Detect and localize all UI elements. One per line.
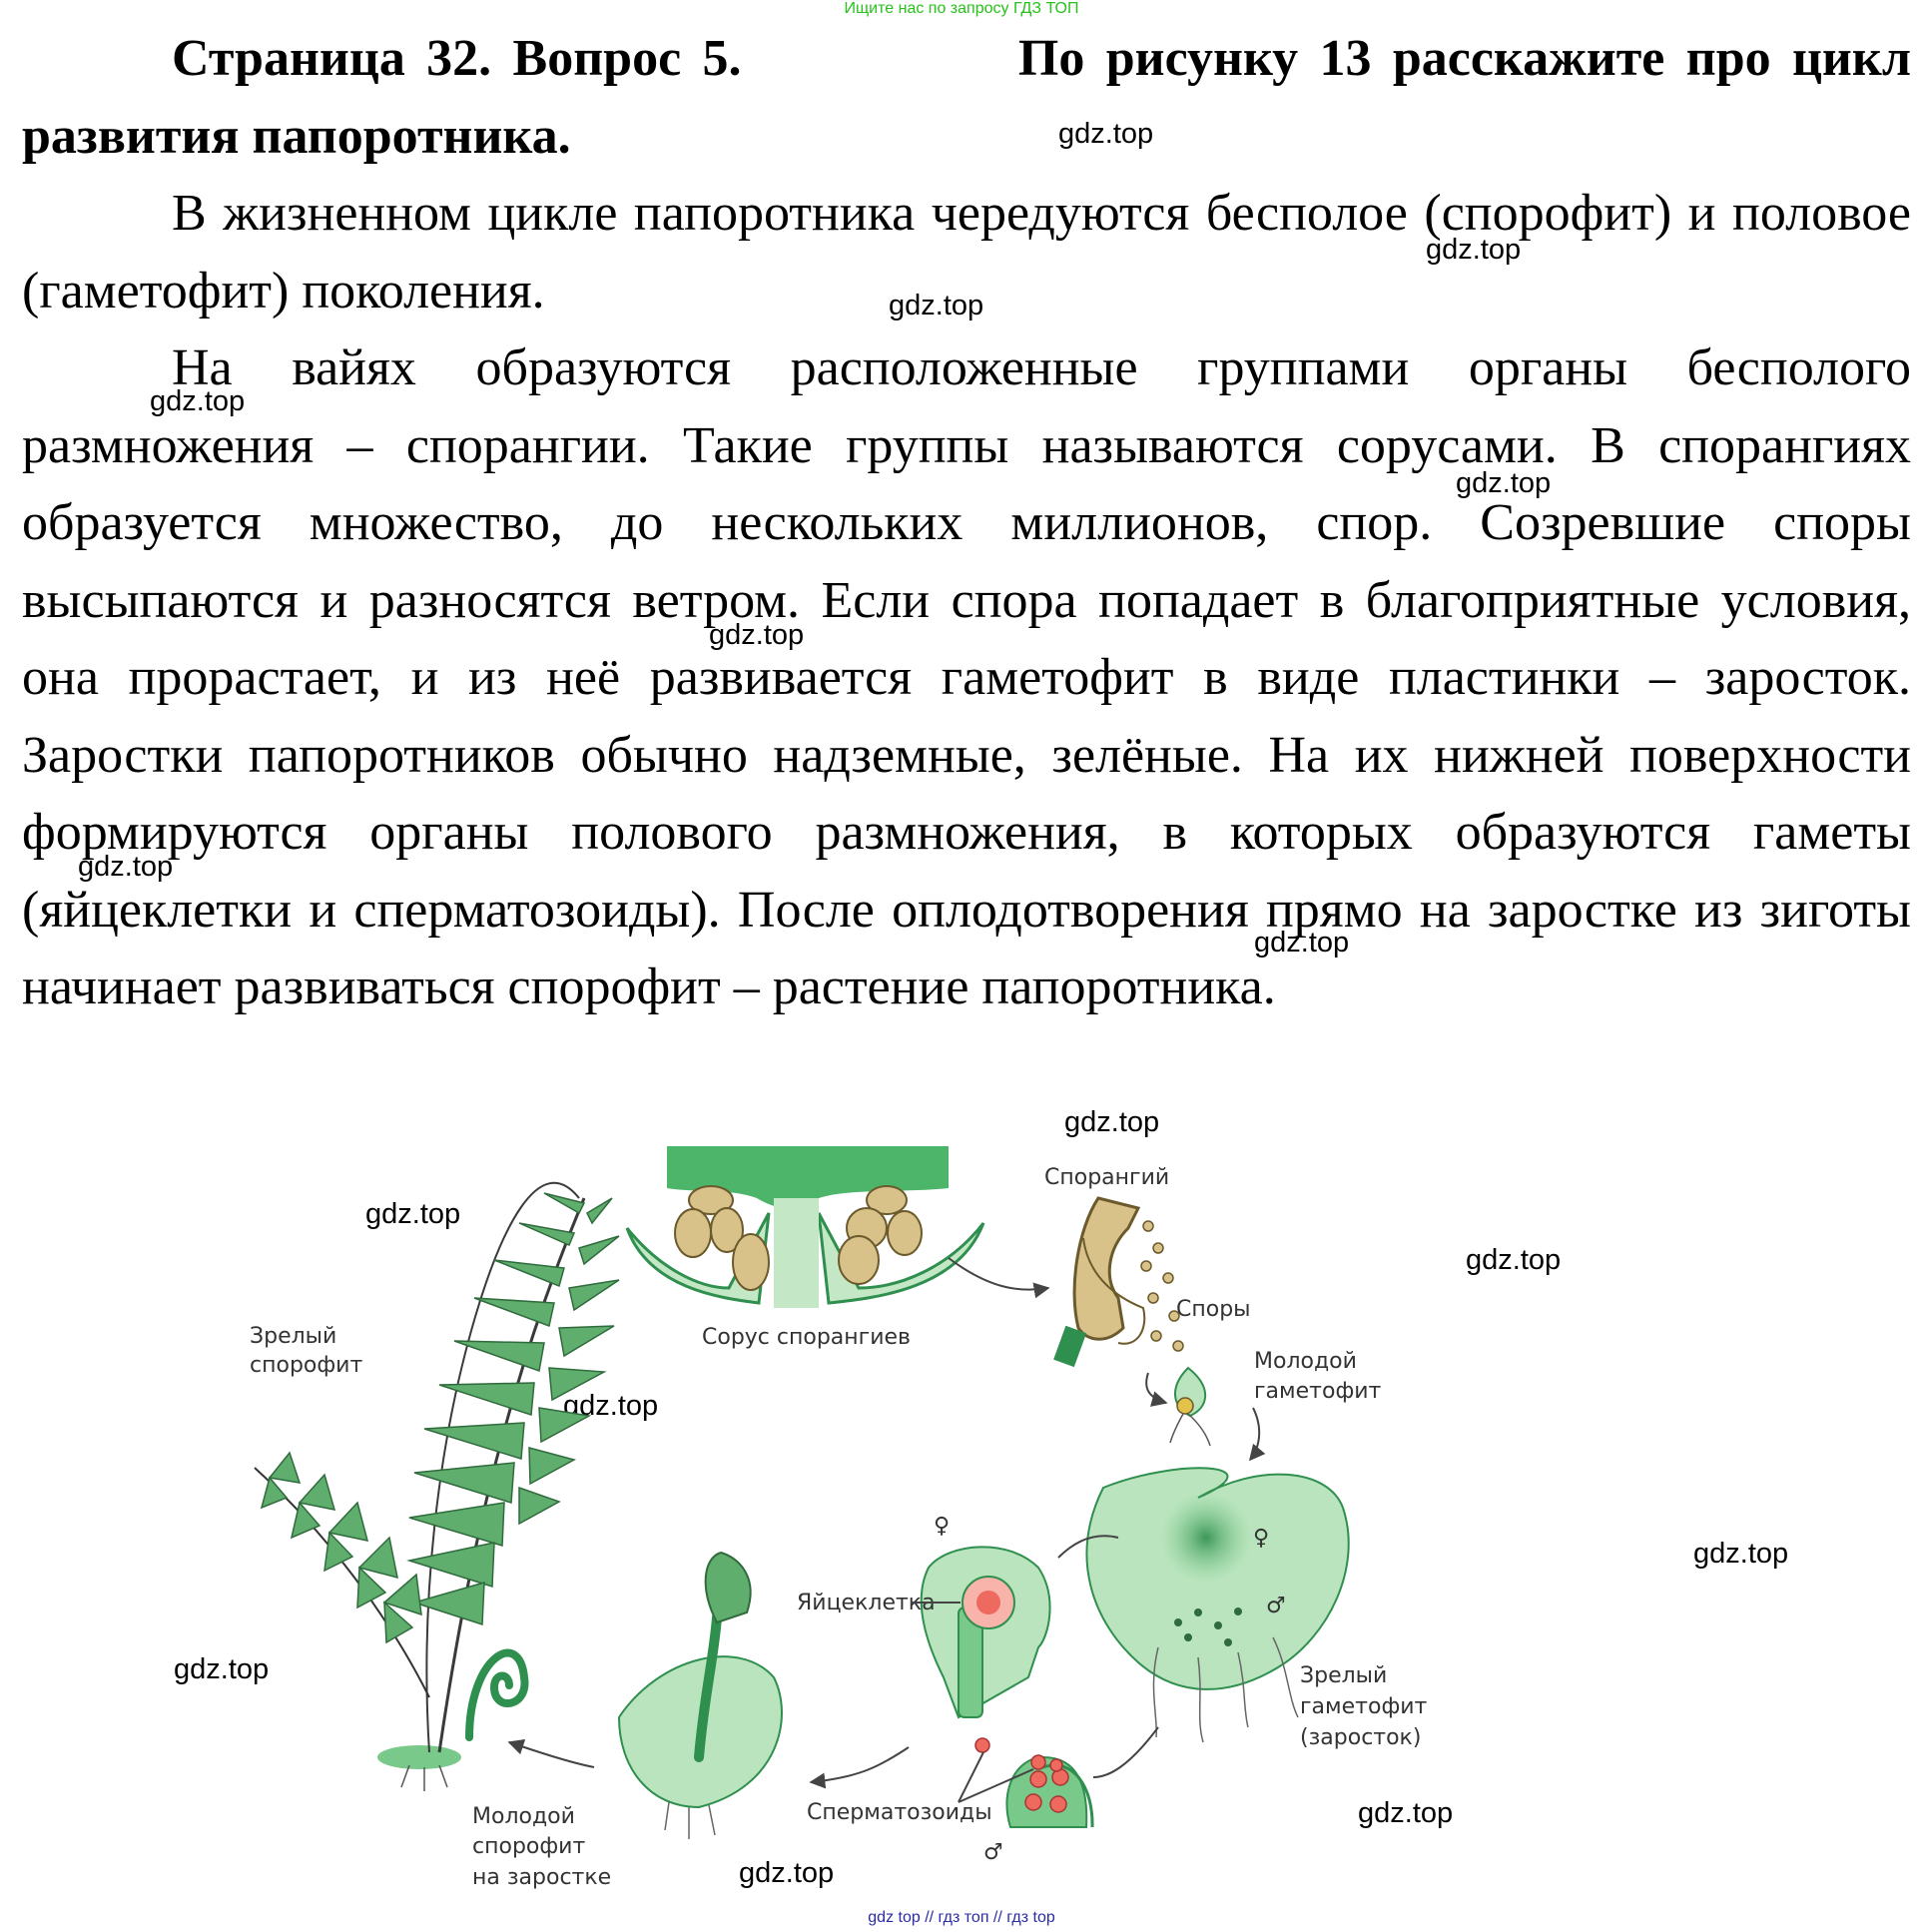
label-mature-gametophyte: гаметофит [1300, 1694, 1428, 1719]
watermark: gdz.top [1064, 1106, 1160, 1138]
male-symbol: ♂ [1266, 1594, 1286, 1618]
sorus-of-sporangia [625, 1146, 985, 1308]
antheridium [974, 1737, 1094, 1828]
label-young-sporophyte: спорофит [472, 1834, 585, 1859]
female-symbol: ♀ [934, 1514, 950, 1539]
answer-paragraph-2: На вайях образуются расположенные группа… [22, 339, 1911, 1015]
label-mature-sporophyte: спорофит [250, 1353, 362, 1378]
bottom-hint: gdz top // гдз топ // гдз top [868, 1909, 1055, 1926]
watermark: gdz.top [1693, 1538, 1789, 1570]
heading-page-ref: Страница 32. Вопрос 5. [172, 30, 742, 87]
watermark: gdz.top [1456, 467, 1552, 499]
search-hint: Ищите нас по запросу ГДЗ ТОП [844, 0, 1079, 17]
archegonium [920, 1535, 1119, 1719]
label-young-gametophyte: гаметофит [1254, 1379, 1382, 1404]
watermark: gdz.top [150, 385, 246, 417]
roots [400, 1764, 448, 1791]
sporangium [1053, 1196, 1184, 1368]
label-sorus: Сорус спорангиев [702, 1325, 911, 1350]
watermark: gdz.top [365, 1198, 461, 1230]
label-sporangium: Спорангий [1044, 1165, 1169, 1190]
watermark: gdz.top [1254, 927, 1350, 959]
watermark: gdz.top [78, 851, 174, 883]
frond-leaflets [406, 1192, 620, 1626]
question-heading: Страница 32. Вопрос 5. По рисунку 13 рас… [22, 20, 1911, 175]
label-mature-gametophyte: Зрелый [1300, 1663, 1387, 1688]
male-symbol: ♂ [983, 1840, 1003, 1865]
answer-paragraph-1: В жизненном цикле папоротника чередуются… [22, 185, 1911, 320]
sporangia [674, 1185, 923, 1291]
sperm-cells [974, 1737, 1069, 1813]
left-frond [254, 1451, 430, 1698]
watermark: gdz.top [174, 1653, 270, 1685]
female-symbol: ♀ [1253, 1526, 1269, 1551]
label-young-gametophyte: Молодой [1254, 1349, 1357, 1374]
watermark: gdz.top [889, 290, 984, 322]
label-sperm: Сперматозоиды [807, 1800, 992, 1825]
watermark: gdz.top [1358, 1797, 1454, 1829]
label-spores: Споры [1176, 1297, 1251, 1322]
watermark: gdz.top [709, 619, 805, 651]
label-young-sporophyte: на заростке [472, 1865, 611, 1890]
label-young-sporophyte: Молодой [472, 1804, 575, 1829]
young-sporophyte [617, 1551, 783, 1839]
label-mature-gametophyte: (заросток) [1300, 1725, 1421, 1750]
watermark: gdz.top [739, 1857, 835, 1889]
spores [1140, 1220, 1184, 1352]
heading-question: По рисунку 13 расскажите про цикл развит… [22, 30, 1912, 165]
watermark: gdz.top [1466, 1244, 1562, 1276]
mature-gametophyte [1085, 1467, 1350, 1743]
young-gametophyte [1169, 1366, 1211, 1447]
watermark: gdz.top [1426, 234, 1522, 266]
label-mature-sporophyte: Зрелый [250, 1324, 336, 1349]
antheridia-dots [1174, 1608, 1242, 1646]
mature-sporophyte [254, 1181, 620, 1791]
young-roots [664, 1801, 716, 1839]
watermark: gdz.top [1058, 118, 1154, 150]
